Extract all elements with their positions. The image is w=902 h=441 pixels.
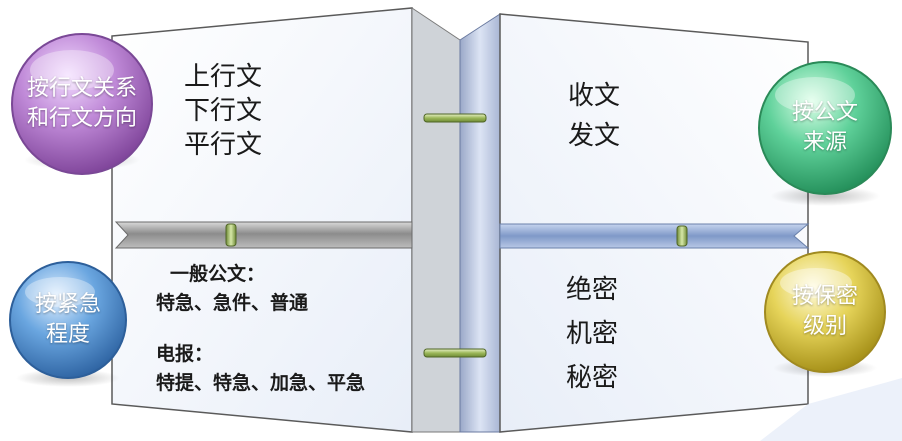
urgency-group-title: 一般公文： bbox=[170, 263, 266, 285]
secrecy-item: 机密 bbox=[566, 319, 619, 349]
orb-secrecy bbox=[764, 251, 886, 373]
right-divider-bar bbox=[499, 223, 810, 249]
secrecy-list: 绝密 机密 秘密 bbox=[566, 268, 618, 400]
orb-direction-label: 按行文关系 和行文方向 bbox=[22, 74, 142, 134]
orb-direction-label-line2: 和行文方向 bbox=[26, 106, 137, 131]
left-divider-bar bbox=[114, 221, 413, 249]
orb-urgency-label: 按紧急 程度 bbox=[8, 290, 128, 350]
urgency-groups: 一般公文： 特急、急件、普通 电报： 特提、特急、加急、平急 bbox=[156, 260, 365, 398]
secrecy-item: 绝密 bbox=[566, 275, 619, 305]
orb-urgency-label-line2: 程度 bbox=[45, 322, 90, 347]
light-streak bbox=[760, 378, 902, 441]
orb-urgency-label-line1: 按紧急 bbox=[34, 292, 101, 317]
direction-item: 上行文 bbox=[184, 62, 263, 92]
orb-secrecy-label-line1: 按保密 bbox=[791, 284, 858, 309]
source-list: 收文 发文 bbox=[568, 76, 620, 156]
orb-source-label-line1: 按公文 bbox=[791, 100, 858, 125]
spine-peg-bottom bbox=[423, 348, 487, 358]
direction-item: 下行文 bbox=[184, 96, 263, 126]
urgency-group-line: 特急、急件、普通 bbox=[156, 292, 309, 314]
source-item: 收文 bbox=[568, 81, 621, 111]
right-panel bbox=[499, 13, 809, 433]
center-spine bbox=[459, 13, 501, 433]
secrecy-item: 秘密 bbox=[566, 363, 619, 393]
orb-secrecy-label-line2: 级别 bbox=[802, 314, 847, 339]
source-item: 发文 bbox=[568, 121, 621, 151]
right-bar-peg bbox=[676, 225, 688, 247]
orb-urgency bbox=[9, 261, 127, 379]
urgency-group-line: 特提、特急、加急、平急 bbox=[156, 372, 366, 394]
direction-item: 平行文 bbox=[184, 130, 263, 160]
orb-direction-label-line1: 按行文关系 bbox=[26, 76, 137, 101]
spine-peg-top bbox=[423, 113, 487, 123]
orb-source bbox=[758, 61, 892, 195]
orb-direction bbox=[11, 33, 153, 175]
orb-secrecy-label: 按保密 级别 bbox=[765, 282, 885, 342]
urgency-group-title: 电报： bbox=[156, 343, 214, 365]
left-fold bbox=[411, 7, 461, 433]
orb-source-label: 按公文 来源 bbox=[765, 98, 885, 158]
direction-list: 上行文 下行文 平行文 bbox=[184, 60, 262, 162]
orb-source-label-line2: 来源 bbox=[802, 130, 847, 155]
left-bar-peg bbox=[225, 223, 237, 247]
